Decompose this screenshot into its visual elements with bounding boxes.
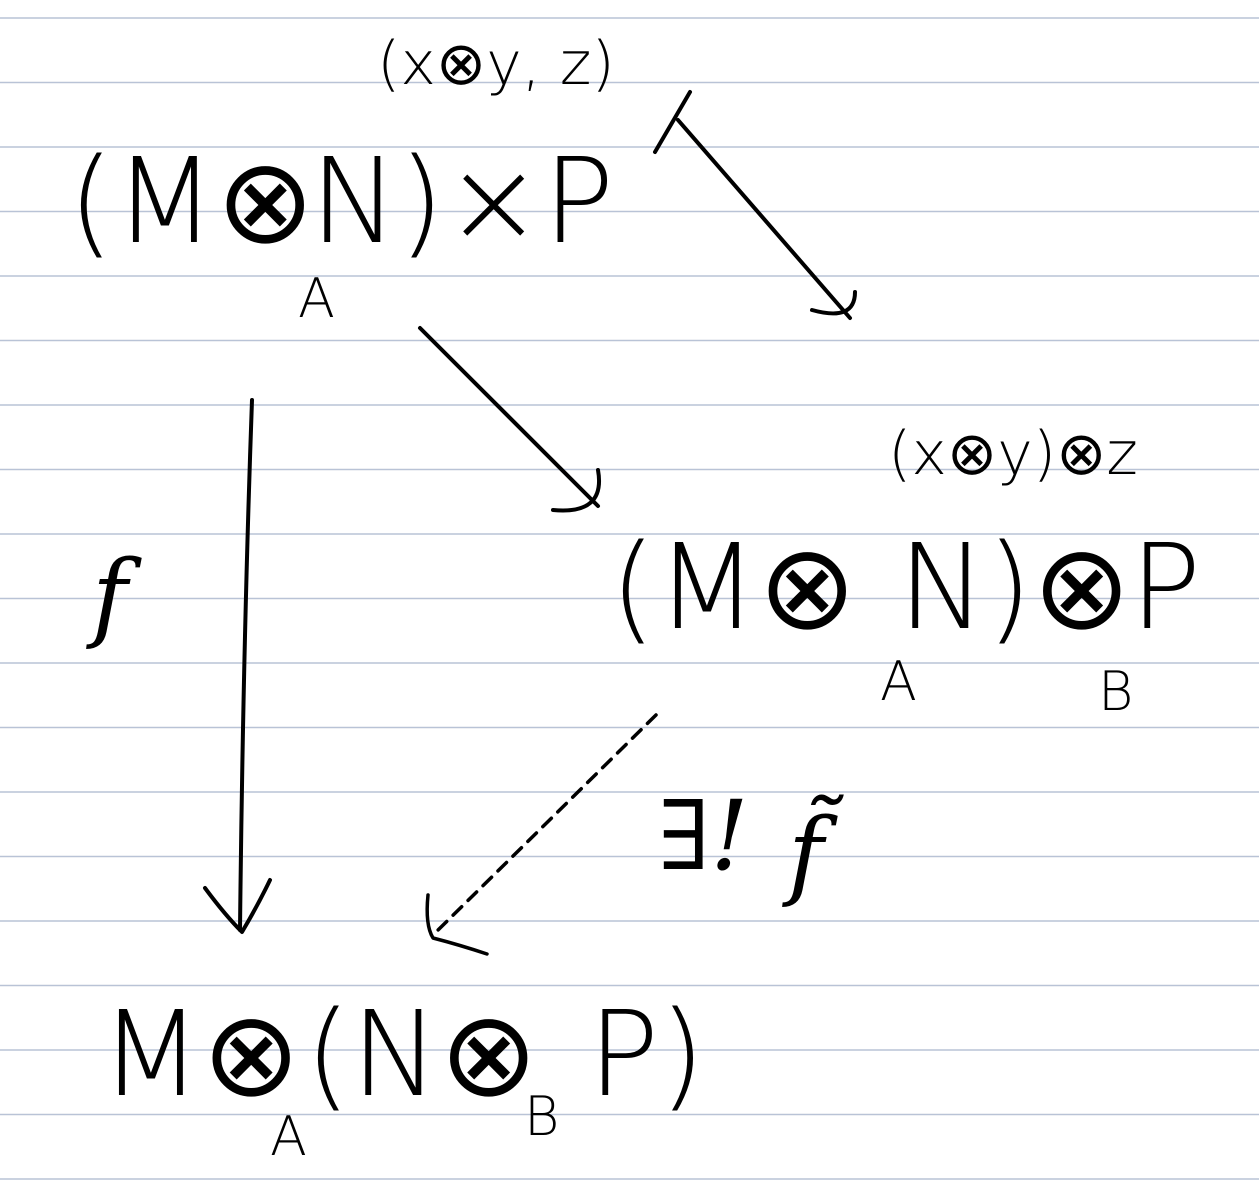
- unique-arrowhead: [425, 893, 489, 956]
- f-shaft: [238, 398, 254, 932]
- node-tensor-right-subscript-b: B: [524, 1085, 560, 1148]
- maps-to-arrow: [653, 90, 857, 320]
- node-tensor-right-subscript-a: A: [270, 1105, 307, 1168]
- maps-to-tail-bar: [653, 90, 692, 154]
- node-tensor-left-mid: N)⊗: [898, 518, 1132, 656]
- node-tensor-right-main: M⊗: [100, 985, 301, 1123]
- f-tilde-label: f̃: [788, 798, 824, 910]
- node-tensor-right-mid: (N⊗: [305, 985, 539, 1123]
- unique-quantifier-label: ∃!: [658, 780, 749, 892]
- bilinear-arrowhead: [551, 468, 601, 513]
- f-arrow-label: f: [92, 540, 128, 652]
- f-arrow: [203, 398, 272, 934]
- node-product-main: (M⊗: [68, 132, 315, 270]
- node-tensor-left-subscript-b: B: [1098, 660, 1134, 723]
- maps-to-arrowhead: [810, 290, 857, 316]
- bilinear-arrow: [418, 326, 601, 513]
- pair-element-label: (x⊗y, z): [377, 29, 615, 99]
- tensor-element-label: (x⊗y)⊗z: [888, 419, 1138, 489]
- maps-to-shaft: [676, 118, 852, 320]
- f-arrowhead: [203, 878, 272, 934]
- bilinear-shaft: [418, 326, 600, 508]
- node-tensor-left-tail: P: [1130, 518, 1202, 656]
- unique-dashed-shaft: [430, 713, 658, 938]
- node-tensor-left-main: (M⊗: [610, 518, 857, 656]
- unique-arrow: [425, 713, 658, 956]
- node-tensor-right-tail: P): [588, 985, 706, 1123]
- node-product-subscript: A: [298, 267, 335, 330]
- node-tensor-left-subscript-a: A: [880, 650, 917, 713]
- node-product-tail: N)×P: [310, 132, 615, 270]
